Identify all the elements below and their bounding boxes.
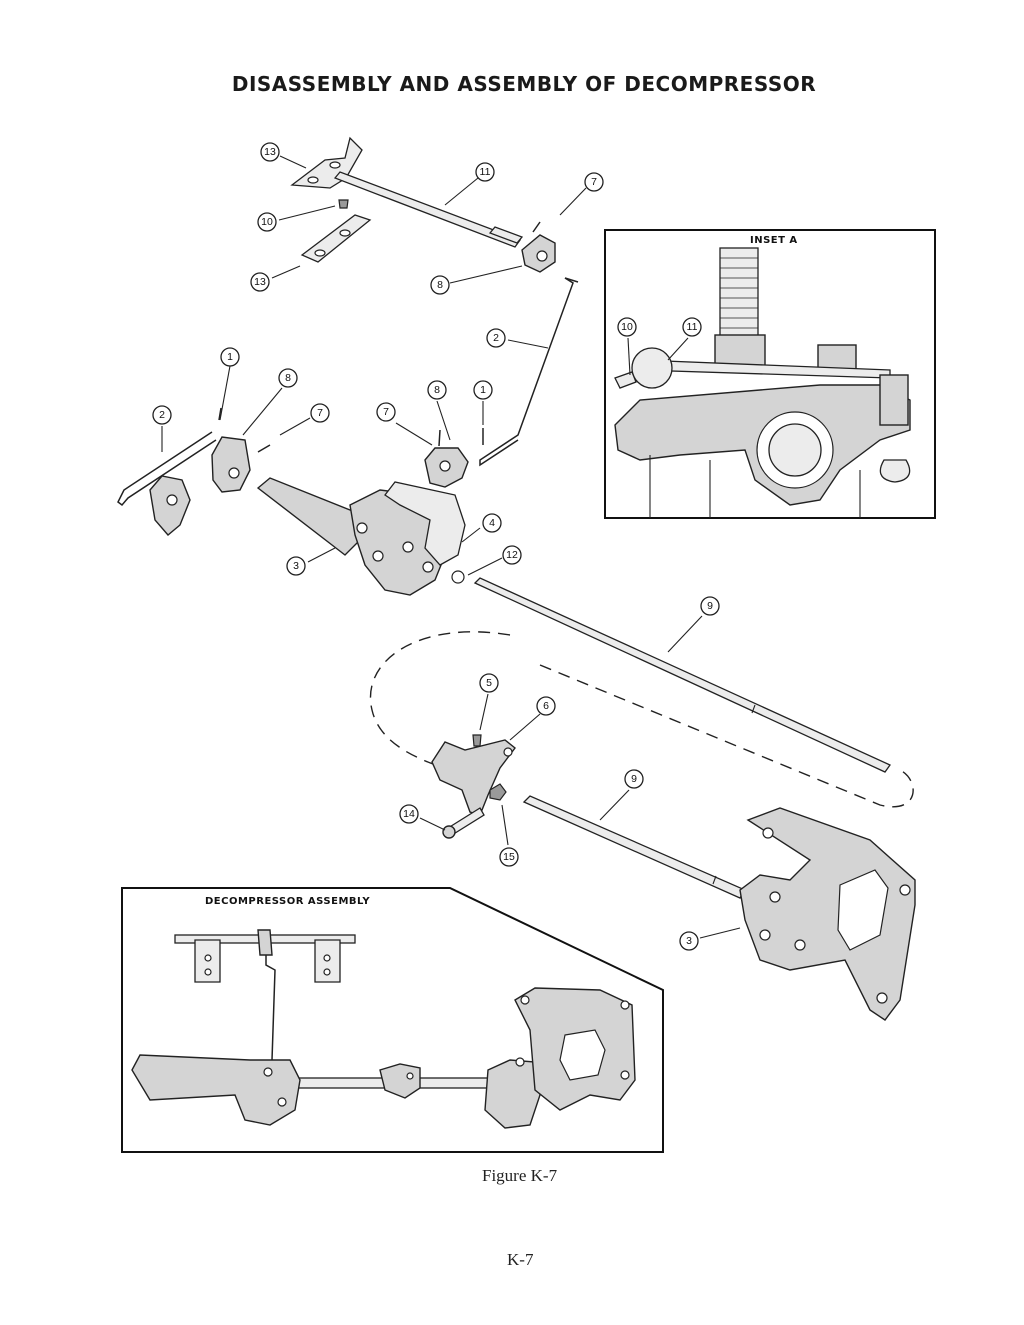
assembly-inset-label: DECOMPRESSOR ASSEMBLY [205, 896, 371, 907]
callout-1-left: 1 [220, 347, 240, 367]
callout-11-inset: 11 [682, 317, 702, 337]
callout-15: 15 [499, 847, 519, 867]
middle-housing-group [117, 407, 484, 596]
callout-7-right: 7 [376, 402, 396, 422]
lower-parts-group [431, 734, 916, 1021]
svg-text:9: 9 [707, 600, 713, 612]
dashed-loop [369, 631, 511, 771]
callout-8-right: 8 [427, 380, 447, 400]
svg-text:1: 1 [480, 384, 486, 396]
callout-10-inset: 10 [617, 317, 637, 337]
callout-10-top: 10 [257, 212, 277, 232]
shaft-lower [522, 795, 746, 899]
callout-11-top: 11 [475, 162, 495, 182]
nut [489, 783, 507, 801]
svg-text:13: 13 [254, 276, 266, 288]
svg-text:1: 1 [227, 351, 233, 363]
svg-text:7: 7 [383, 406, 389, 418]
callout-13-bottom: 13 [250, 272, 270, 292]
callout-9-upper: 9 [700, 596, 720, 616]
callout-7-top: 7 [584, 172, 604, 192]
callouts: 13 11 7 10 13 8 2 1 8 7 2 8 1 7 4 3 12 9… [152, 142, 720, 951]
callout-5: 5 [479, 673, 499, 693]
shaft-upper [333, 171, 522, 248]
callout-7-left: 7 [310, 403, 330, 423]
svg-text:10: 10 [261, 216, 273, 228]
svg-text:9: 9 [631, 773, 637, 785]
callout-14: 14 [399, 804, 419, 824]
callout-3-lower: 3 [679, 931, 699, 951]
svg-text:4: 4 [489, 517, 495, 529]
long-shaft-group [369, 577, 914, 808]
small-bolt [338, 199, 349, 209]
callout-1-right: 1 [473, 380, 493, 400]
svg-text:12: 12 [506, 549, 518, 561]
callout-2-upper: 2 [486, 328, 506, 348]
svg-text:7: 7 [317, 407, 323, 419]
callout-8-top: 8 [430, 275, 450, 295]
svg-text:8: 8 [285, 372, 291, 384]
arm-left-upper [211, 436, 251, 493]
bracket-lower [300, 214, 372, 263]
figure-caption: Figure K-7 [482, 1166, 558, 1185]
housing-arm [256, 477, 361, 556]
gasket [384, 481, 466, 566]
svg-text:2: 2 [159, 409, 165, 421]
o-ring [451, 570, 465, 584]
svg-text:6: 6 [543, 700, 549, 712]
callout-8-left: 8 [278, 368, 298, 388]
screw [472, 734, 482, 747]
arm-left-bottom [149, 475, 191, 536]
svg-text:15: 15 [503, 851, 515, 863]
rod-upper [479, 277, 574, 467]
svg-text:13: 13 [264, 146, 276, 158]
leader-lines [161, 155, 741, 939]
long-shaft [473, 577, 891, 773]
svg-text:11: 11 [480, 166, 491, 178]
svg-text:3: 3 [686, 935, 692, 947]
svg-text:10: 10 [621, 321, 633, 333]
svg-text:8: 8 [434, 384, 440, 396]
rod-left [117, 431, 217, 507]
callout-2-left: 2 [152, 405, 172, 425]
svg-text:3: 3 [293, 560, 299, 572]
callout-6: 6 [536, 696, 556, 716]
svg-text:2: 2 [493, 332, 499, 344]
page-title: DISASSEMBLY AND ASSEMBLY OF DECOMPRESSOR [231, 72, 817, 96]
svg-text:11: 11 [687, 321, 698, 333]
svg-text:7: 7 [591, 176, 597, 188]
svg-text:5: 5 [486, 677, 492, 689]
callout-3-middle: 3 [286, 556, 306, 576]
upper-shaft-group [290, 136, 579, 467]
svg-text:14: 14 [403, 808, 415, 820]
callout-12: 12 [502, 545, 522, 565]
inset-a [604, 229, 936, 519]
mounting-bracket [739, 807, 916, 1021]
lever-arm [431, 739, 516, 816]
svg-text:8: 8 [437, 279, 443, 291]
callout-13-top: 13 [260, 142, 280, 162]
page-number: K-7 [507, 1250, 534, 1269]
callout-4: 4 [482, 513, 502, 533]
callout-9-lower: 9 [624, 769, 644, 789]
inset-a-label: INSET A [750, 235, 798, 246]
assembly-inset [121, 887, 664, 1153]
